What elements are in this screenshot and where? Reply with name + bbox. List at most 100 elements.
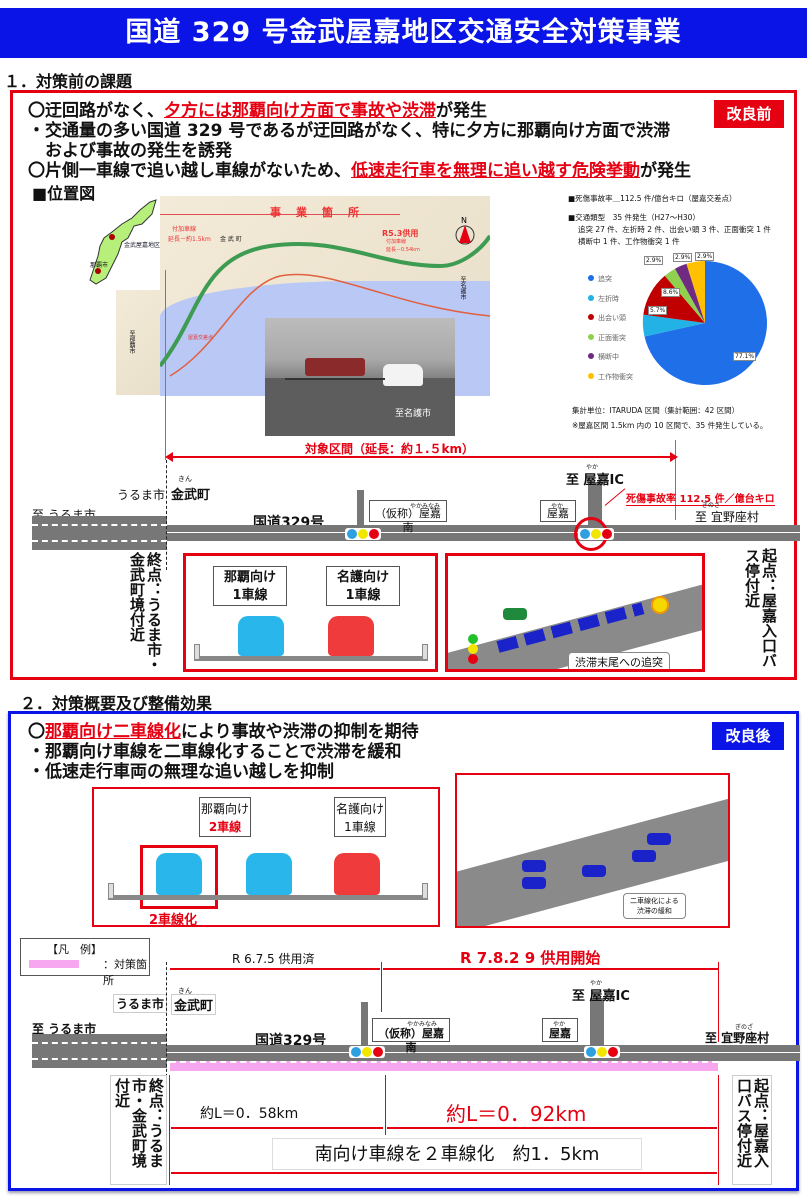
blue-car-icon [246,853,292,895]
legend-title: 【凡 例】 [47,943,102,956]
section2-bullet-1: 〇那覇向け二車線化により事故や渋滞の抑制を期待 [28,722,419,742]
length-end-line [718,1075,719,1185]
blue-car-icon [156,853,202,895]
accident-type-header: ■交通類型 35 件発生（H27～H30） [568,213,700,222]
page-title: 国道 329 号金武屋嘉地区交通安全対策事業 [0,8,807,58]
length-phase1: 約L＝0．58km [200,1106,299,1122]
side-road [361,1002,368,1046]
uruma-city-label: うるま市 [113,994,168,1013]
to-ginoza-label: 至 宜野座村 [705,1031,770,1045]
arrow-left-icon [165,452,173,462]
section1-bullet-4: 〇片側一車線で追い越し車線がないため、低速走行車を無理に追い越す危険挙動が発生 [28,161,691,181]
road-4lane-section [32,1034,167,1068]
traffic-light-icon [349,1046,385,1058]
widened-lane-pink [170,1061,718,1071]
yakaminami-ruby: やかみなみ [407,1021,438,1028]
target-end-line [675,440,676,520]
legend-item-headon: 正面衝突 [588,329,633,349]
legend-item-pedestrian: 横断中 [588,348,633,368]
target-section-arrow [168,456,674,458]
relief-caption-line-1: 二車線化による [630,897,679,905]
total-length-label: 南向け車線を２車線化 約1．5km [272,1138,642,1170]
lane-divider [32,1058,167,1060]
center-line [167,1052,800,1053]
naha-label: 那覇向け [200,802,249,816]
r53-lane: 付加車線 [386,239,407,245]
section1-bullet-2: ・交通量の多い国道 329 号であるが迂回路がなく、特に夕方に那覇向け方面で渋滞 [28,121,671,141]
nago-count: 1車線 [344,820,376,834]
yaka-junction-label: 屋嘉交差点 [188,335,214,341]
yakaminami-text: （仮称）屋嘉南 [375,507,441,534]
nago-lane-box: 名護向け 1車線 [326,566,400,606]
congestion-diagram: 渋滞末尾への追突 [445,553,705,672]
to-yaka-ic-ruby: やか [590,980,603,987]
uruma-city-label: うるま市 [117,488,166,502]
to-yaka-ic-label: 至 屋嘉IC [566,473,624,488]
okinawa-island-icon [89,199,157,285]
bullet-text: 〇片側一車線で追い越し車線がないため、 [28,161,351,181]
start-point-label: 起点：屋嘉入口バス停付近 [732,1075,772,1185]
added-lane-length: 延長－約1.5km [168,236,211,243]
length-phase2: 約L＝0．92km [446,1102,587,1126]
boundary-line [166,962,167,1082]
yakaminami-text: （仮称）屋嘉南 [378,1027,444,1054]
yaka-text: 屋嘉 [549,1027,571,1040]
road-cross-section [108,895,428,900]
map-inset-left [116,290,166,395]
phase1-label: R 6.7.5 供用済 [232,952,315,966]
stats-footer-1: 集計単位：ITARUDA 区間（集計範囲：42 区間） [572,406,740,415]
road-2lane-section [167,1045,800,1061]
legend-item-leftturn: 左折時 [588,290,633,310]
section2-bullet-2: ・那覇向け車線を二車線化することで渋滞を緩和 [28,742,402,762]
lane-divider [32,1042,167,1044]
accident-type-line-1: 追突 27 件、左折時 2 件、出会い頭 3 件、正面衝突 1 件 [578,225,771,234]
ginoza-ruby: ぎのざ [735,1024,754,1031]
naha-count: 2車線 [208,820,242,834]
blue-car-icon [238,616,284,656]
curb-left [194,644,200,660]
after-lane-diagram: 那覇向け 2車線 名護向け 1車線 2車線化 [92,787,440,928]
bullet-highlight: 那覇向け二車線化 [45,722,181,742]
legend-item-crossing: 出会い頭 [588,309,633,329]
end-point-label: 終点：うるま市・金武町境付近 [110,1075,167,1185]
bullet-text: 〇迂回路がなく、 [28,101,164,121]
r53-length: 延長－0.54km [386,247,420,253]
lane-divider [32,540,167,542]
car-icon [647,833,671,845]
section1-heading: １．対策前の課題 [4,72,133,91]
before-lane-diagram: 那覇向け 1車線 名護向け 1車線 [183,553,438,672]
bullet-text: が発生 [436,101,487,121]
pie-label-headon: 2.9% [644,256,664,265]
accident-type-line-2: 横断中 1 件、工作物衝突 1 件 [578,237,680,246]
north-label: N [461,216,467,225]
r53-label: R5.3供用 [382,229,419,238]
section1-panel [10,90,797,680]
photo-road [265,378,455,436]
kin-town-map-label: 金 武 町 [220,236,242,243]
pie-label-pedestrian: 2.9% [673,253,693,262]
pie-label-structure: 2.9% [695,252,715,261]
yaka-ruby: やか [553,1021,566,1028]
ic-access-road [590,998,604,1046]
yakaminami-ruby: やかみなみ [410,503,441,510]
rear-end-callout: 渋滞末尾への追突 [568,652,670,669]
length-phase2-arrow [387,1127,717,1129]
red-car-icon [328,616,374,656]
length-start-line [169,1075,170,1185]
to-uruma-label: 至 うるま市 [32,1022,97,1036]
legend-item-rearend: 追突 [588,270,633,290]
nago-count: 1車線 [345,588,381,603]
phase2-label: R 7.8.2 9 供用開始 [460,949,601,967]
naha-label: 那覇市 [90,262,109,269]
widened-lane-highlight [140,845,218,909]
length-phase1-arrow [171,1127,383,1129]
expressway-line [160,234,490,377]
yakaminami-label: やかみなみ （仮称）屋嘉南 [372,1018,450,1054]
naha-label: 那覇向け [223,570,276,585]
bullet-highlight: 低速走行車を無理に追い越す危険挙動 [351,161,640,181]
section2-heading: ２．対策概要及び整備効果 [20,694,213,713]
phase2-arrow [383,968,718,970]
traffic-light-vertical-icon [468,634,478,664]
target-start-line [165,270,166,460]
legend-box: 【凡 例】 ：対策箇所 [20,938,150,987]
